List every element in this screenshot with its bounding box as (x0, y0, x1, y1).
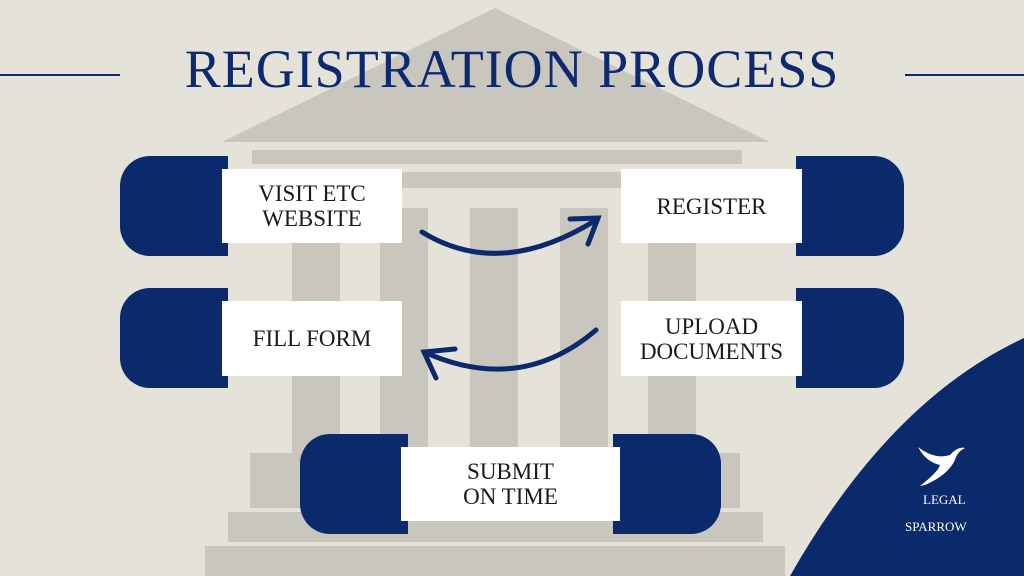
step-fill-form: FILL FORM (222, 301, 402, 376)
step (205, 546, 785, 576)
corner-shape (790, 338, 1024, 576)
step-tab (796, 288, 904, 388)
step-visit-website: VISIT ETC WEBSITE (222, 169, 402, 243)
step-tab (796, 156, 904, 256)
column (470, 208, 518, 453)
column (560, 208, 608, 453)
step-register: REGISTER (621, 169, 802, 243)
title-rule-left (0, 74, 120, 76)
brand-line2: SPARROW (905, 519, 967, 534)
step-tab (300, 434, 408, 534)
step-tab (120, 288, 228, 388)
step-upload-documents: UPLOAD DOCUMENTS (621, 301, 802, 376)
page-title: REGISTRATION PROCESS (184, 39, 840, 99)
step-tab (613, 434, 721, 534)
pediment (222, 8, 770, 142)
entablature (252, 150, 742, 164)
step-submit-on-time: SUBMIT ON TIME (401, 447, 620, 521)
title-rule-right (905, 74, 1024, 76)
arrow-right-icon (419, 217, 599, 256)
brand-line1: LEGAL (923, 492, 966, 507)
sparrow-icon (918, 447, 965, 486)
arrow-left-icon (421, 327, 599, 372)
step-tab (120, 156, 228, 256)
